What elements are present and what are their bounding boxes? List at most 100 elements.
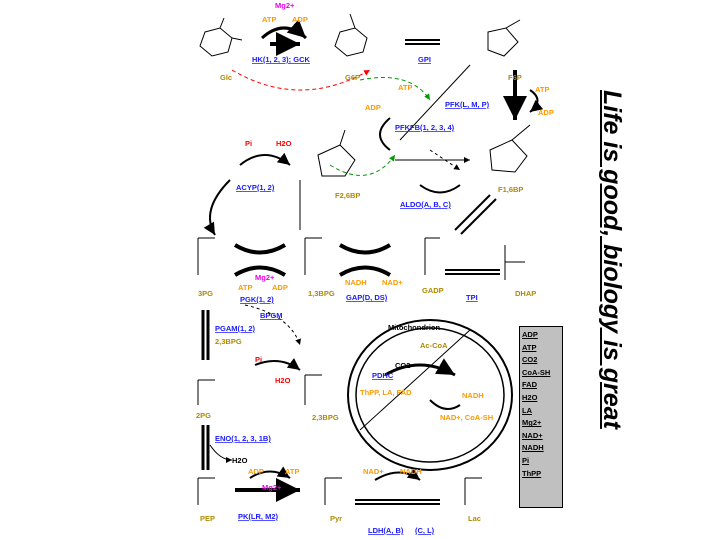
hk-atp-arrow: [260, 19, 308, 40]
acyp-left-arrow: [203, 179, 231, 236]
feedback-arrow-g6p-hk: [231, 69, 371, 91]
cofactor-mg-hk: Mg2+: [275, 1, 295, 10]
cofactor-pi-bpgm: Pi: [255, 355, 262, 364]
legend-item: Pi: [522, 455, 530, 465]
label-pep: PEP: [200, 514, 215, 523]
legend-item: FAD: [522, 380, 537, 390]
tpi-equilibrium-arrow: [445, 269, 500, 275]
enzyme-pgam: PGAM(1, 2): [215, 324, 256, 333]
legend-item: H2O: [522, 392, 538, 402]
cofactor-pdhc-list: ThPP, LA, FAD: [360, 388, 412, 397]
label-dhap: DHAP: [515, 289, 536, 298]
label-gadp: GADP: [422, 286, 444, 295]
gadp-structure: [424, 237, 440, 275]
cofactor-adp-pk: ADP: [248, 467, 264, 476]
aldo-h2o-arrow: [419, 184, 461, 194]
enzyme-bpgm: BPGM: [260, 311, 283, 320]
cofactor-pi-acyp: Pi: [245, 139, 252, 148]
f6p-structure: [487, 19, 521, 57]
caption-text: Life is good, biology is great: [598, 90, 626, 429]
label-f6p: F6P: [508, 73, 522, 82]
enzyme-gpi: GPI: [418, 55, 431, 64]
f26bp-structure: [317, 129, 356, 177]
cofactor-adp-hk: ADP: [292, 15, 308, 24]
activation-arrow-gpi: [359, 77, 431, 101]
gpi-equilibrium-arrow: [405, 39, 440, 45]
cofactor-nad-gap: NAD+: [382, 278, 403, 287]
cofactor-mg-pgk: Mg2+: [255, 273, 275, 282]
label-f26bp: F2,6BP: [335, 191, 360, 200]
cofactor-atp-hk: ATP: [262, 15, 276, 24]
enzyme-gap: GAP(D, DS): [346, 293, 388, 302]
activation-arrow-f26bp: [329, 154, 396, 176]
label-pyr: Pyr: [330, 514, 342, 523]
cofactor-adp-pfkfb: ADP: [365, 103, 381, 112]
eno-equilibrium-arrow: [201, 425, 210, 470]
pk-atp-arrow: [249, 466, 291, 479]
enzyme-aldo: ALDO(A, B, C): [400, 200, 451, 209]
pgk-cross-arrows: [233, 243, 287, 277]
legend-item: CO2: [522, 355, 538, 365]
f16bp-structure: [489, 124, 531, 173]
acyp-cycle-arrow: [239, 152, 291, 166]
enzyme-ldh: LDH(A, B): [368, 526, 404, 535]
label-g6p: G6P: [345, 73, 360, 82]
pfkfb-atp-arrow: [379, 117, 391, 151]
cofactor-co2: CO2: [395, 361, 410, 370]
enzyme-pk: PK(LR, M2): [238, 512, 279, 521]
label-1-3bpg: 1,3BPG: [308, 289, 335, 298]
gap-cross-arrows: [338, 243, 392, 277]
label-3pg: 3PG: [198, 289, 213, 298]
cofactor-nadh-gap: NADH: [345, 278, 367, 287]
legend-item: LA: [522, 405, 532, 415]
aldo-equilibrium-arrow: [454, 194, 497, 235]
pi-release-arrow: [254, 358, 301, 371]
cofactor-adp-pgk: ADP: [272, 283, 288, 292]
mitochondrion-inner-membrane: [355, 327, 505, 463]
pdhc-arrow: [384, 358, 456, 377]
legend-item: ATP: [522, 342, 537, 352]
legend-item: ADP: [522, 330, 538, 339]
pgam-equilibrium-arrow: [201, 310, 210, 360]
cofactor-nadh-pdhc: NADH: [462, 391, 484, 400]
enzyme-ldh-isoforms: (C, L): [415, 526, 435, 535]
cofactor-atp-pk: ATP: [285, 467, 299, 476]
enzyme-acyp: ACYP(1, 2): [236, 183, 275, 192]
enzyme-pfk: PFK(L, M, P): [445, 100, 490, 109]
pfk-atp-arrow: [529, 89, 544, 113]
side-caption: Life is good, biology is great: [590, 90, 630, 480]
pep-structure: [197, 477, 215, 505]
enzyme-pdhc: PDHC: [372, 371, 394, 380]
dhap-structure: [504, 245, 525, 280]
enzyme-pfkfb: PFKFB(1, 2, 3, 4): [395, 123, 455, 132]
cofactor-h2o-bpgm: H2O: [275, 376, 291, 385]
cofactor-nad-ldh: NAD+: [363, 467, 384, 476]
legend-item: CoA-SH: [522, 367, 551, 377]
label-lac: Lac: [468, 514, 481, 523]
cofactor-atp-pfk: ATP: [535, 85, 549, 94]
pyr-structure: [324, 477, 342, 505]
cofactor-adp-pfk: ADP: [538, 108, 554, 117]
label-2pg: 2PG: [196, 411, 211, 420]
mitochondrion-outer-membrane: [347, 319, 513, 471]
ldh-equilibrium-arrow: [355, 499, 440, 505]
cofactor-mg-pk: Mg2+: [262, 483, 282, 492]
ldh-nad-arrow: [374, 468, 421, 481]
cofactor-atp-pgk: ATP: [238, 283, 252, 292]
pdhc-nad-arrow: [429, 399, 461, 410]
cofactor-nad-coash: NAD+, CoA-SH: [440, 413, 493, 422]
glucose-structure: [199, 17, 243, 57]
lac-structure: [464, 477, 482, 505]
legend-item: NAD+: [522, 430, 543, 440]
label-mitochondrion: Mitochondrion: [388, 323, 440, 332]
label-glc: Glc: [220, 73, 232, 82]
bpg13-structure: [304, 237, 322, 275]
cofactor-nadh-ldh: NADH: [400, 467, 422, 476]
cofactor-h2o-eno: H2O: [232, 456, 248, 465]
pfk-diagonal: [399, 64, 471, 141]
cofactor-atp-pfkfb: ATP: [398, 83, 412, 92]
enzyme-pgk: PGK(1, 2): [240, 295, 274, 304]
label-acetylcoa: Ac-CoA: [420, 341, 448, 350]
